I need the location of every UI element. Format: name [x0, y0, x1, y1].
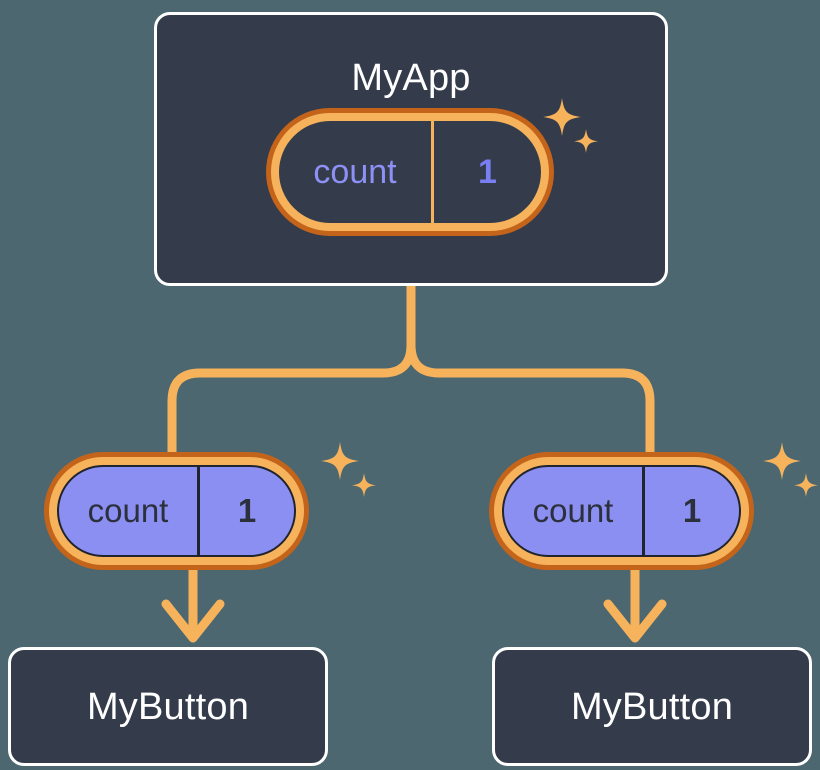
sparkle-icon — [321, 442, 359, 480]
state-pill-ring-inner: count 1 — [271, 113, 549, 231]
state-value-label: 1 — [682, 492, 702, 529]
sparkle-group-child-right — [763, 442, 818, 497]
component-box-mybutton-right[interactable]: MyButton — [492, 647, 812, 766]
state-pill-body: count 1 — [279, 121, 541, 223]
sparkle-group-child-left — [321, 442, 376, 497]
state-value-label: 1 — [478, 152, 497, 191]
state-key-label: count — [279, 121, 434, 223]
connector-myapp-to-right-state — [406, 281, 655, 467]
component-title-myapp: MyApp — [351, 57, 471, 99]
state-pill-ring-inner: count 1 — [494, 457, 749, 565]
state-pill-ring-inner: count 1 — [49, 457, 304, 565]
state-key-label: count — [59, 467, 200, 555]
sparkle-icon — [763, 442, 801, 480]
component-box-mybutton-left[interactable]: MyButton — [8, 647, 328, 766]
component-title-mybutton: MyButton — [570, 685, 734, 728]
arrow-down-icon-left — [161, 565, 225, 643]
state-pill-child-right-count[interactable]: count 1 — [489, 452, 754, 570]
state-pill-body: count 1 — [502, 465, 741, 557]
state-key-label: count — [504, 467, 645, 555]
sparkle-icon — [352, 473, 376, 497]
component-title-mybutton: MyButton — [86, 685, 250, 728]
state-value-label: 1 — [237, 492, 257, 529]
state-pill-body: count 1 — [57, 465, 296, 557]
sparkle-icon — [794, 473, 818, 497]
state-pill-myapp-count[interactable]: count 1 — [266, 108, 554, 236]
arrow-down-icon-right — [603, 565, 667, 643]
state-pill-child-left-count[interactable]: count 1 — [44, 452, 309, 570]
